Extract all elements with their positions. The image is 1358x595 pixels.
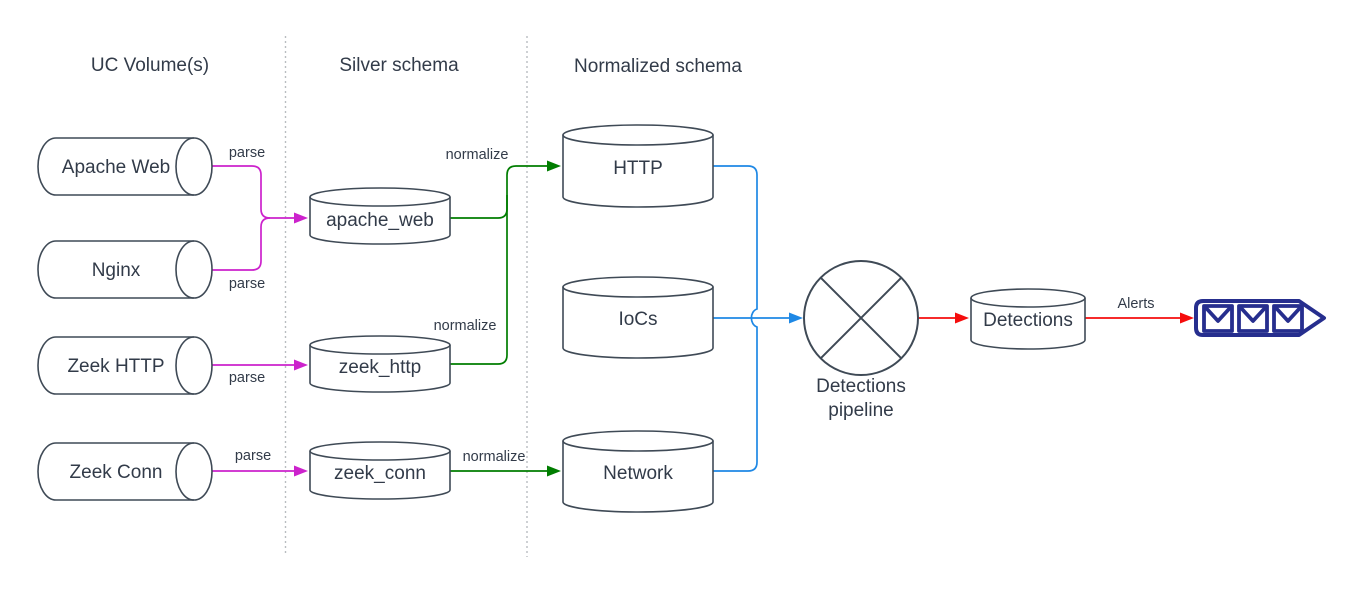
edge-zeekhttp-to-http [450,160,561,365]
node-detections-pipeline: Detections pipeline [803,260,919,421]
edge-iocs-to-pipeline [713,312,803,324]
node-label: zeek_conn [334,463,426,484]
triple-envelope-icon [1194,299,1326,337]
node-source-zeek-conn: Zeek Conn [37,442,213,501]
node-label: Detections [983,310,1073,331]
node-label: apache_web [326,210,434,231]
edge-label-normalize-http: normalize [446,147,509,163]
node-table-iocs: IoCs [562,276,714,359]
node-label-line1: Detections [816,376,906,397]
edge-label-parse-apache: parse [229,145,265,161]
node-label: Nginx [92,260,141,281]
node-label: IoCs [618,309,657,330]
edge-label-normalize-zeekconn: normalize [463,449,526,465]
edge-label-normalize-zeekhttp: normalize [434,318,497,334]
edge-label-parse-zeekhttp: parse [229,370,265,386]
node-table-zeek-http: zeek_http [309,335,451,393]
header-normalized-schema: Normalized schema [574,56,742,77]
node-label-line2: pipeline [828,400,894,421]
edge-nginx-to-apacheweb [212,217,271,271]
node-label: Zeek HTTP [67,356,164,377]
edge-apacheweb-to-http [450,195,508,219]
node-table-detections: Detections [970,288,1086,350]
node-label: Apache Web [62,157,170,178]
edge-label-parse-zeekconn: parse [235,448,271,464]
edge-zeekconn-to-network [450,465,561,477]
node-table-zeek-conn: zeek_conn [309,441,451,500]
node-label: zeek_http [339,357,421,378]
pipeline-cross-icon [819,276,903,360]
envelope-icon [1202,304,1234,333]
node-label: HTTP [613,158,663,179]
header-silver-schema: Silver schema [339,55,459,76]
node-source-nginx: Nginx [37,240,213,299]
node-label: Zeek Conn [70,462,163,483]
node-table-apache-web: apache_web [309,187,451,245]
node-source-zeek-http: Zeek HTTP [37,336,213,395]
edge-zeekhttp-to-zeekhttp [212,359,308,371]
node-table-network: Network [562,430,714,513]
node-table-http: HTTP [562,124,714,208]
edge-zeekconn-to-zeekconn [212,465,308,477]
edge-label-parse-nginx: parse [229,276,265,292]
header-uc-volumes: UC Volume(s) [91,55,209,76]
edge-detections-to-alerts [1085,312,1194,324]
edge-apache-to-apacheweb [212,165,294,219]
node-label: Network [603,463,673,484]
edge-label-alerts: Alerts [1117,296,1154,312]
envelope-icon [1237,304,1269,333]
arrowhead-parse-apacheweb [294,212,308,224]
edge-pipeline-to-detections [918,312,969,324]
node-source-apache-web: Apache Web [37,137,213,196]
envelope-icon [1272,304,1304,333]
